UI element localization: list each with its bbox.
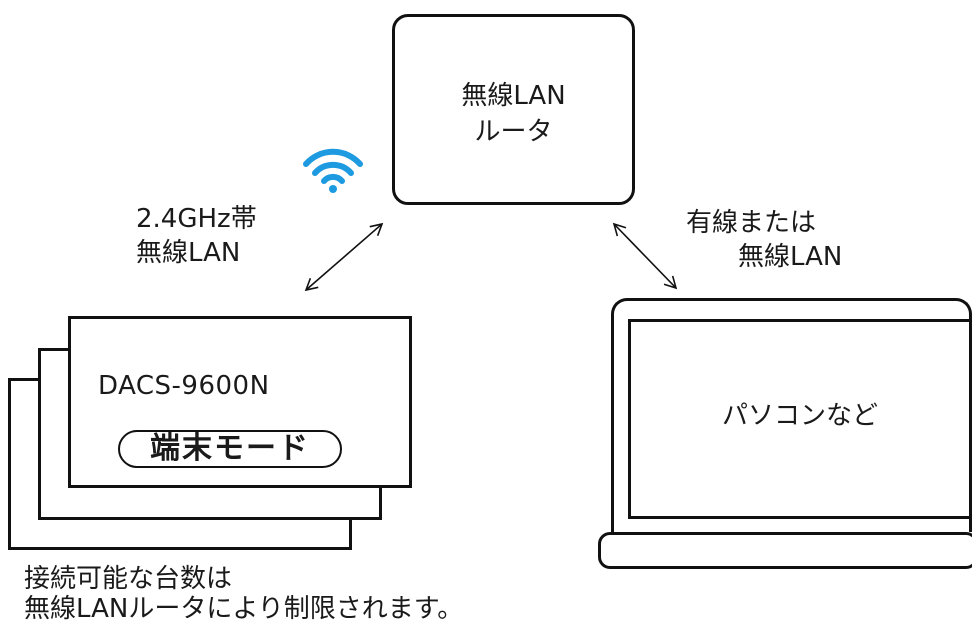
left-link-arrow	[304, 222, 384, 292]
connection-note: 接続可能な台数は 無線LANルータにより制限されます。	[24, 564, 463, 624]
wifi-icon	[303, 148, 363, 193]
router-label-line2: ルータ	[474, 117, 553, 147]
laptop-screen	[611, 298, 972, 532]
right-link-arrow	[612, 222, 678, 290]
connection-note-line1: 接続可能な台数は	[24, 564, 233, 594]
left-link-label-line1: 2.4GHz帯	[136, 204, 257, 234]
right-link-label: 有線または 無線LAN	[686, 206, 842, 274]
terminal-mode-badge: 端末モード	[118, 430, 342, 468]
terminal-card-front	[68, 316, 412, 488]
left-link-label: 2.4GHz帯 無線LAN	[136, 202, 257, 270]
pc-label: パソコンなど	[721, 401, 878, 431]
left-link-label-line2: 無線LAN	[136, 238, 241, 268]
laptop-display	[628, 319, 972, 519]
terminal-model-label: DACS-9600N	[98, 371, 270, 401]
connection-note-line2: 無線LANルータにより制限されます。	[24, 594, 464, 624]
router-label-line1: 無線LAN	[461, 81, 566, 111]
right-link-label-line1: 有線または	[686, 208, 817, 238]
router-label: 無線LAN ルータ	[392, 78, 635, 150]
router-box	[392, 14, 635, 205]
laptop-base	[598, 532, 972, 569]
right-link-label-line2: 無線LAN	[738, 242, 843, 272]
